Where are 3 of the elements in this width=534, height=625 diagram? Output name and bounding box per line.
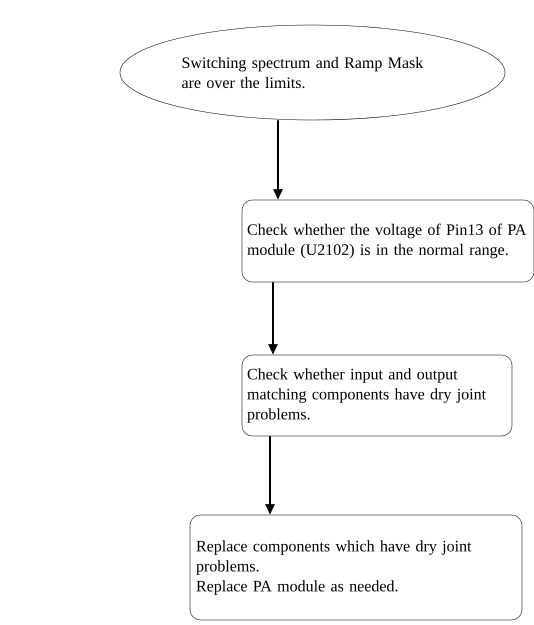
process-box: Check whether input and output matching components have dry joint problems. <box>242 354 512 436</box>
process-box: Replace components which have dry joint problems. Replace PA module as needed. <box>190 514 522 620</box>
process-box: Check whether the voltage of Pin13 of PA module (U2102) is in the normal range. <box>242 200 534 282</box>
